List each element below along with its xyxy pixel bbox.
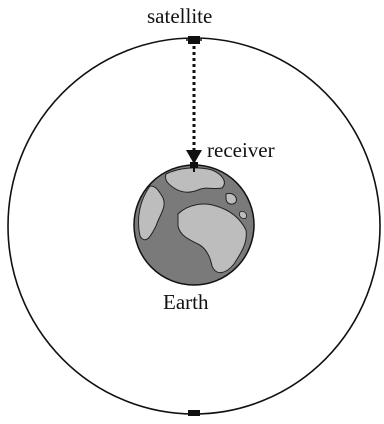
satellite-label: satellite	[147, 6, 212, 27]
earth-globe	[134, 165, 254, 285]
landmass-islands	[226, 193, 236, 204]
satellite-marker	[186, 36, 202, 44]
earth-label: Earth	[163, 292, 208, 313]
signal-arrowhead	[186, 150, 202, 164]
orbit-bottom-mark	[188, 410, 200, 416]
receiver-label: receiver	[207, 140, 275, 161]
